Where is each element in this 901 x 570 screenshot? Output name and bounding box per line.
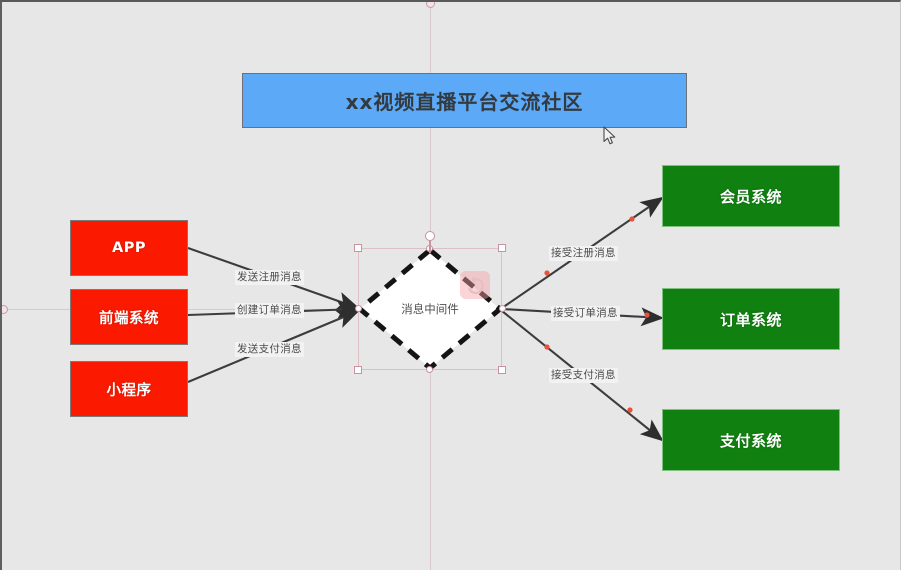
edge-waypoints: [544, 216, 650, 413]
connection-point-left[interactable]: [355, 305, 362, 312]
resize-handle-bottom-left[interactable]: [354, 366, 362, 374]
edge-label-receive-order: 接受订单消息: [551, 306, 620, 321]
rotation-handle-stem: [429, 239, 431, 253]
resize-handle-top-right[interactable]: [498, 244, 506, 252]
rotation-handle[interactable]: [425, 231, 435, 241]
edge-label-receive-register: 接受注册消息: [549, 246, 618, 261]
source-node-label: 前端系统: [99, 310, 159, 327]
destination-node-label: 订单系统: [719, 310, 782, 329]
source-node-label: APP: [112, 240, 146, 256]
edge-label-create-order: 创建订单消息: [235, 303, 304, 318]
title-banner[interactable]: xx视频直播平台交流社区: [242, 73, 687, 128]
vertical-alignment-guide-lower: [430, 370, 431, 570]
edge-label-text: 发送注册消息: [237, 271, 302, 283]
connection-point-right[interactable]: [499, 305, 506, 312]
arrow-cursor-icon: [603, 126, 616, 145]
edge-label-send-register: 发送注册消息: [235, 270, 304, 285]
destination-node-payment[interactable]: 支付系统: [662, 409, 840, 471]
edge-label-receive-payment: 接受支付消息: [549, 368, 618, 383]
resize-handle-bottom-right[interactable]: [498, 366, 506, 374]
resize-handle-top-left[interactable]: [354, 244, 362, 252]
vertical-guide-handle[interactable]: [426, 2, 435, 8]
rotate-shape-button[interactable]: [460, 271, 490, 299]
destination-node-member[interactable]: 会员系统: [662, 165, 840, 227]
edge-label-text: 接受注册消息: [551, 247, 616, 259]
rotate-icon: [467, 276, 484, 295]
edge-label-text: 接受支付消息: [551, 369, 616, 381]
edge-label-text: 发送支付消息: [237, 343, 302, 355]
destination-node-label: 会员系统: [719, 187, 782, 206]
selection-bounding-box: [358, 248, 502, 370]
source-node-frontend[interactable]: 前端系统: [70, 289, 188, 345]
edge-label-send-payment: 发送支付消息: [235, 342, 304, 357]
connection-point-bottom[interactable]: [426, 366, 433, 373]
source-node-miniprogram[interactable]: 小程序: [70, 361, 188, 417]
source-node-label: 小程序: [106, 382, 152, 399]
title-banner-label: xx视频直播平台交流社区: [345, 90, 584, 114]
edge-label-text: 创建订单消息: [237, 304, 302, 316]
source-node-app[interactable]: APP: [70, 220, 188, 276]
horizontal-guide-handle[interactable]: [2, 305, 8, 314]
mouse-cursor: [603, 126, 617, 146]
destination-node-label: 支付系统: [719, 431, 782, 450]
destination-node-order[interactable]: 订单系统: [662, 288, 840, 350]
edge-label-text: 接受订单消息: [553, 307, 618, 319]
